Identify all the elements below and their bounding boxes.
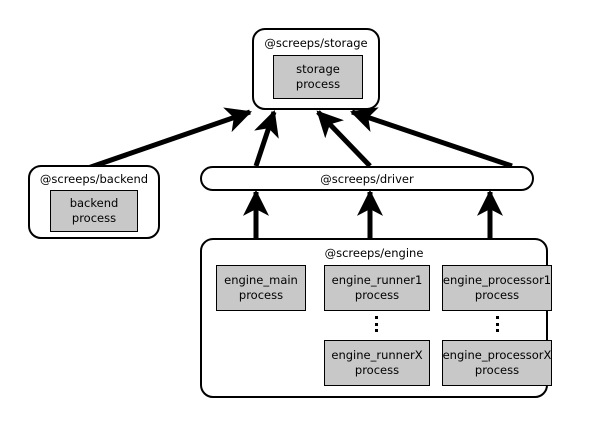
process-engine-processorX[interactable]: engine_processorX process bbox=[442, 340, 552, 386]
node-storage[interactable]: @screeps/storage storage process bbox=[252, 28, 380, 110]
ellipsis-runner bbox=[375, 316, 378, 332]
process-backend-line2: process bbox=[71, 211, 117, 225]
node-engine-title: @screeps/engine bbox=[324, 246, 424, 260]
process-engine-runnerX-line1: engine_runnerX bbox=[331, 348, 423, 362]
node-engine[interactable]: @screeps/engine engine_main process engi… bbox=[200, 238, 552, 398]
process-engine-main-line2: process bbox=[238, 288, 284, 302]
process-engine-processor1-line2: process bbox=[474, 288, 520, 302]
process-engine-processor1-line1: engine_processor1 bbox=[442, 273, 552, 287]
process-storage[interactable]: storage process bbox=[273, 55, 363, 99]
arrow-driver-to-storage-left bbox=[253, 110, 279, 167]
process-engine-runnerX-line2: process bbox=[354, 363, 400, 377]
process-backend[interactable]: backend process bbox=[50, 190, 138, 232]
arrow-driver-to-storage-center bbox=[316, 110, 372, 168]
process-engine-main[interactable]: engine_main process bbox=[216, 265, 306, 311]
process-engine-runner1[interactable]: engine_runner1 process bbox=[324, 265, 430, 311]
process-engine-runner1-line2: process bbox=[354, 288, 400, 302]
process-storage-line1: storage bbox=[296, 62, 340, 76]
arrow-driver-to-storage-right bbox=[350, 107, 513, 169]
process-engine-runner1-line1: engine_runner1 bbox=[331, 273, 423, 287]
process-engine-runnerX[interactable]: engine_runnerX process bbox=[324, 340, 430, 386]
node-driver-title: @screeps/driver bbox=[320, 171, 414, 186]
node-storage-title: @screeps/storage bbox=[264, 36, 368, 50]
process-engine-processorX-line1: engine_processorX bbox=[442, 348, 552, 362]
ellipsis-processor bbox=[496, 316, 499, 332]
arrow-backend-to-storage bbox=[87, 107, 252, 171]
process-engine-main-line1: engine_main bbox=[224, 273, 298, 287]
process-engine-processor1[interactable]: engine_processor1 process bbox=[442, 265, 552, 311]
node-backend-title: @screeps/backend bbox=[39, 172, 149, 186]
node-driver[interactable]: @screeps/driver bbox=[200, 166, 534, 191]
process-engine-processorX-line2: process bbox=[474, 363, 520, 377]
process-storage-line2: process bbox=[295, 77, 341, 91]
node-backend[interactable]: @screeps/backend backend process bbox=[28, 165, 160, 239]
process-backend-line1: backend bbox=[69, 196, 119, 210]
